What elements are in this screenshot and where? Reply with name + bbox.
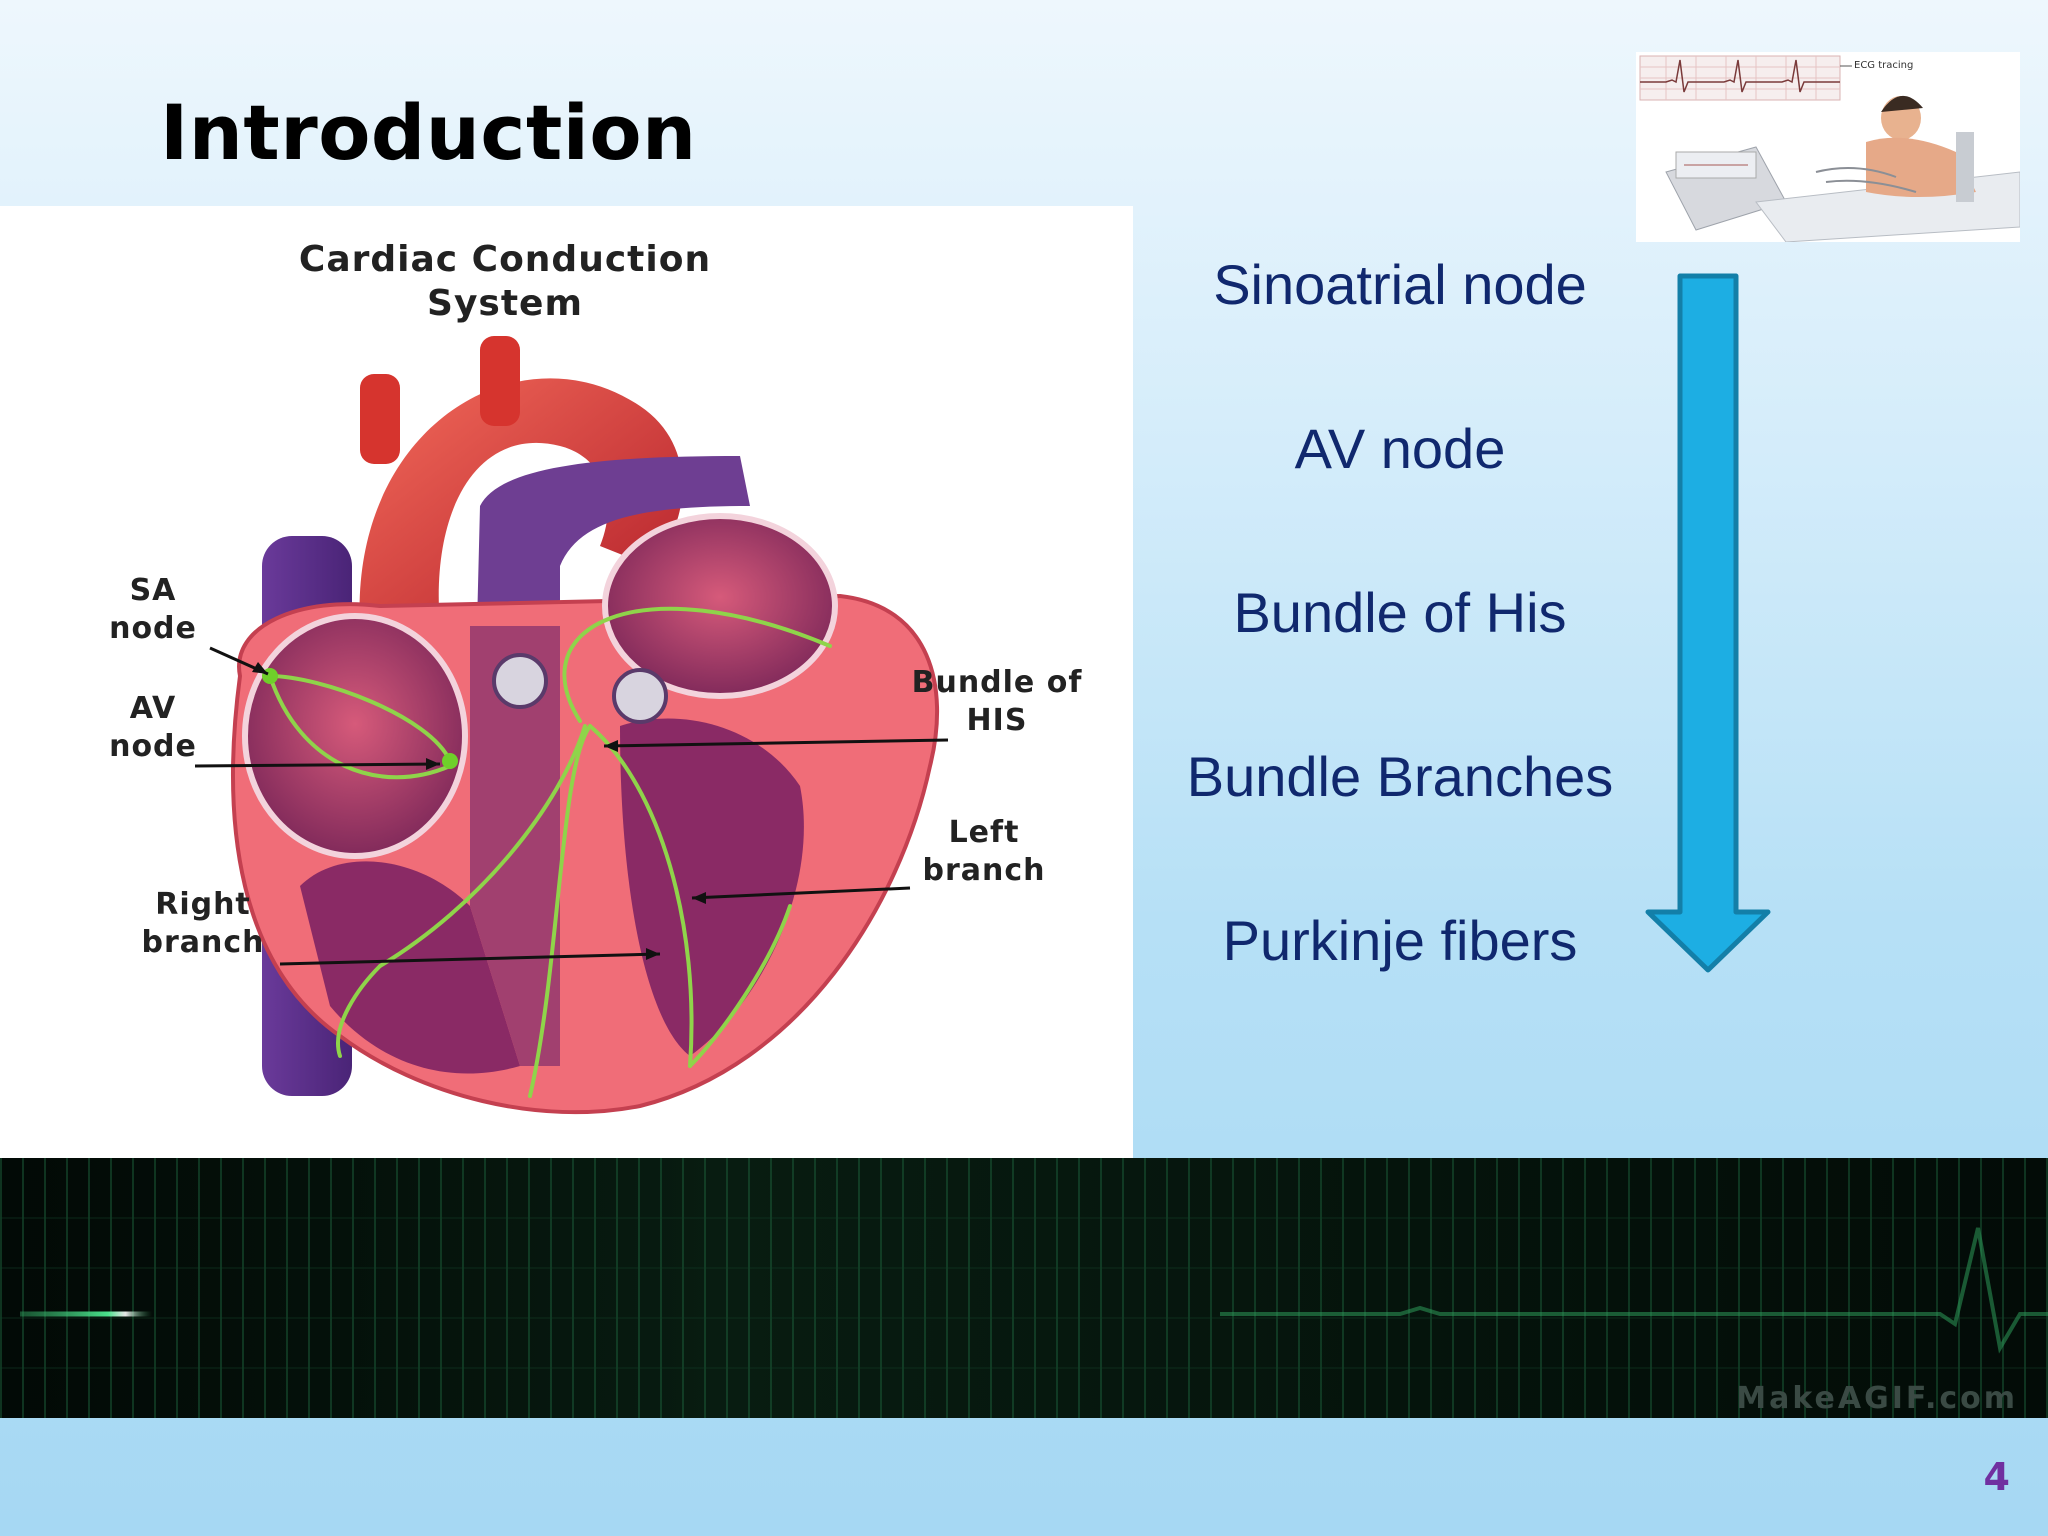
- left-branch-label-line1: Left: [948, 815, 1020, 850]
- watermark: MakeAGIF.com: [1736, 1381, 2018, 1416]
- bundle-of-his-label: Bundle of HIS: [892, 664, 1102, 740]
- ecg-waveform: [0, 1158, 2048, 1418]
- slide-title: Introduction: [160, 88, 697, 177]
- right-branch-label: Right branch: [128, 886, 278, 962]
- step-bundle-branches: Bundle Branches: [1186, 745, 1614, 808]
- thumbnail-caption: ECG tracing: [1854, 60, 1914, 71]
- ecg-tracing-thumbnail: ECG tracing: [1636, 52, 2020, 242]
- slide-number: 4: [1983, 1455, 2010, 1499]
- right-branch-label-line1: Right: [155, 887, 251, 922]
- step-sinoatrial-node: Sinoatrial node: [1213, 253, 1587, 316]
- ecg-thumbnail-illustration: [1639, 55, 2020, 242]
- diagram-title-line1: Cardiac Conduction: [298, 239, 712, 280]
- right-branch-label-line2: branch: [141, 925, 265, 960]
- diagram-title-line2: System: [427, 283, 583, 324]
- heart-diagram: Cardiac Conduction System SA node AV nod…: [0, 206, 1133, 1158]
- sa-node-label-line1: SA: [129, 573, 177, 608]
- av-node-label: AV node: [98, 690, 208, 766]
- step-av-node: AV node: [1294, 417, 1506, 480]
- left-branch-label: Left branch: [904, 814, 1064, 890]
- av-node-label-line2: node: [109, 729, 197, 764]
- heart-illustration: [194, 336, 949, 1115]
- left-branch-label-line2: branch: [922, 853, 1046, 888]
- ecg-strip: MakeAGIF.com: [0, 1158, 2048, 1418]
- step-purkinje-fibers: Purkinje fibers: [1222, 909, 1578, 972]
- av-node-label-line1: AV: [129, 691, 177, 726]
- diagram-title: Cardiac Conduction System: [230, 238, 780, 326]
- sa-node-label: SA node: [98, 572, 208, 648]
- step-bundle-of-his: Bundle of His: [1233, 581, 1567, 644]
- down-arrow-icon: [1645, 273, 1771, 973]
- bundle-of-his-label-line1: Bundle of: [911, 665, 1083, 700]
- bundle-of-his-label-line2: HIS: [966, 703, 1028, 738]
- sa-node-label-line2: node: [109, 611, 197, 646]
